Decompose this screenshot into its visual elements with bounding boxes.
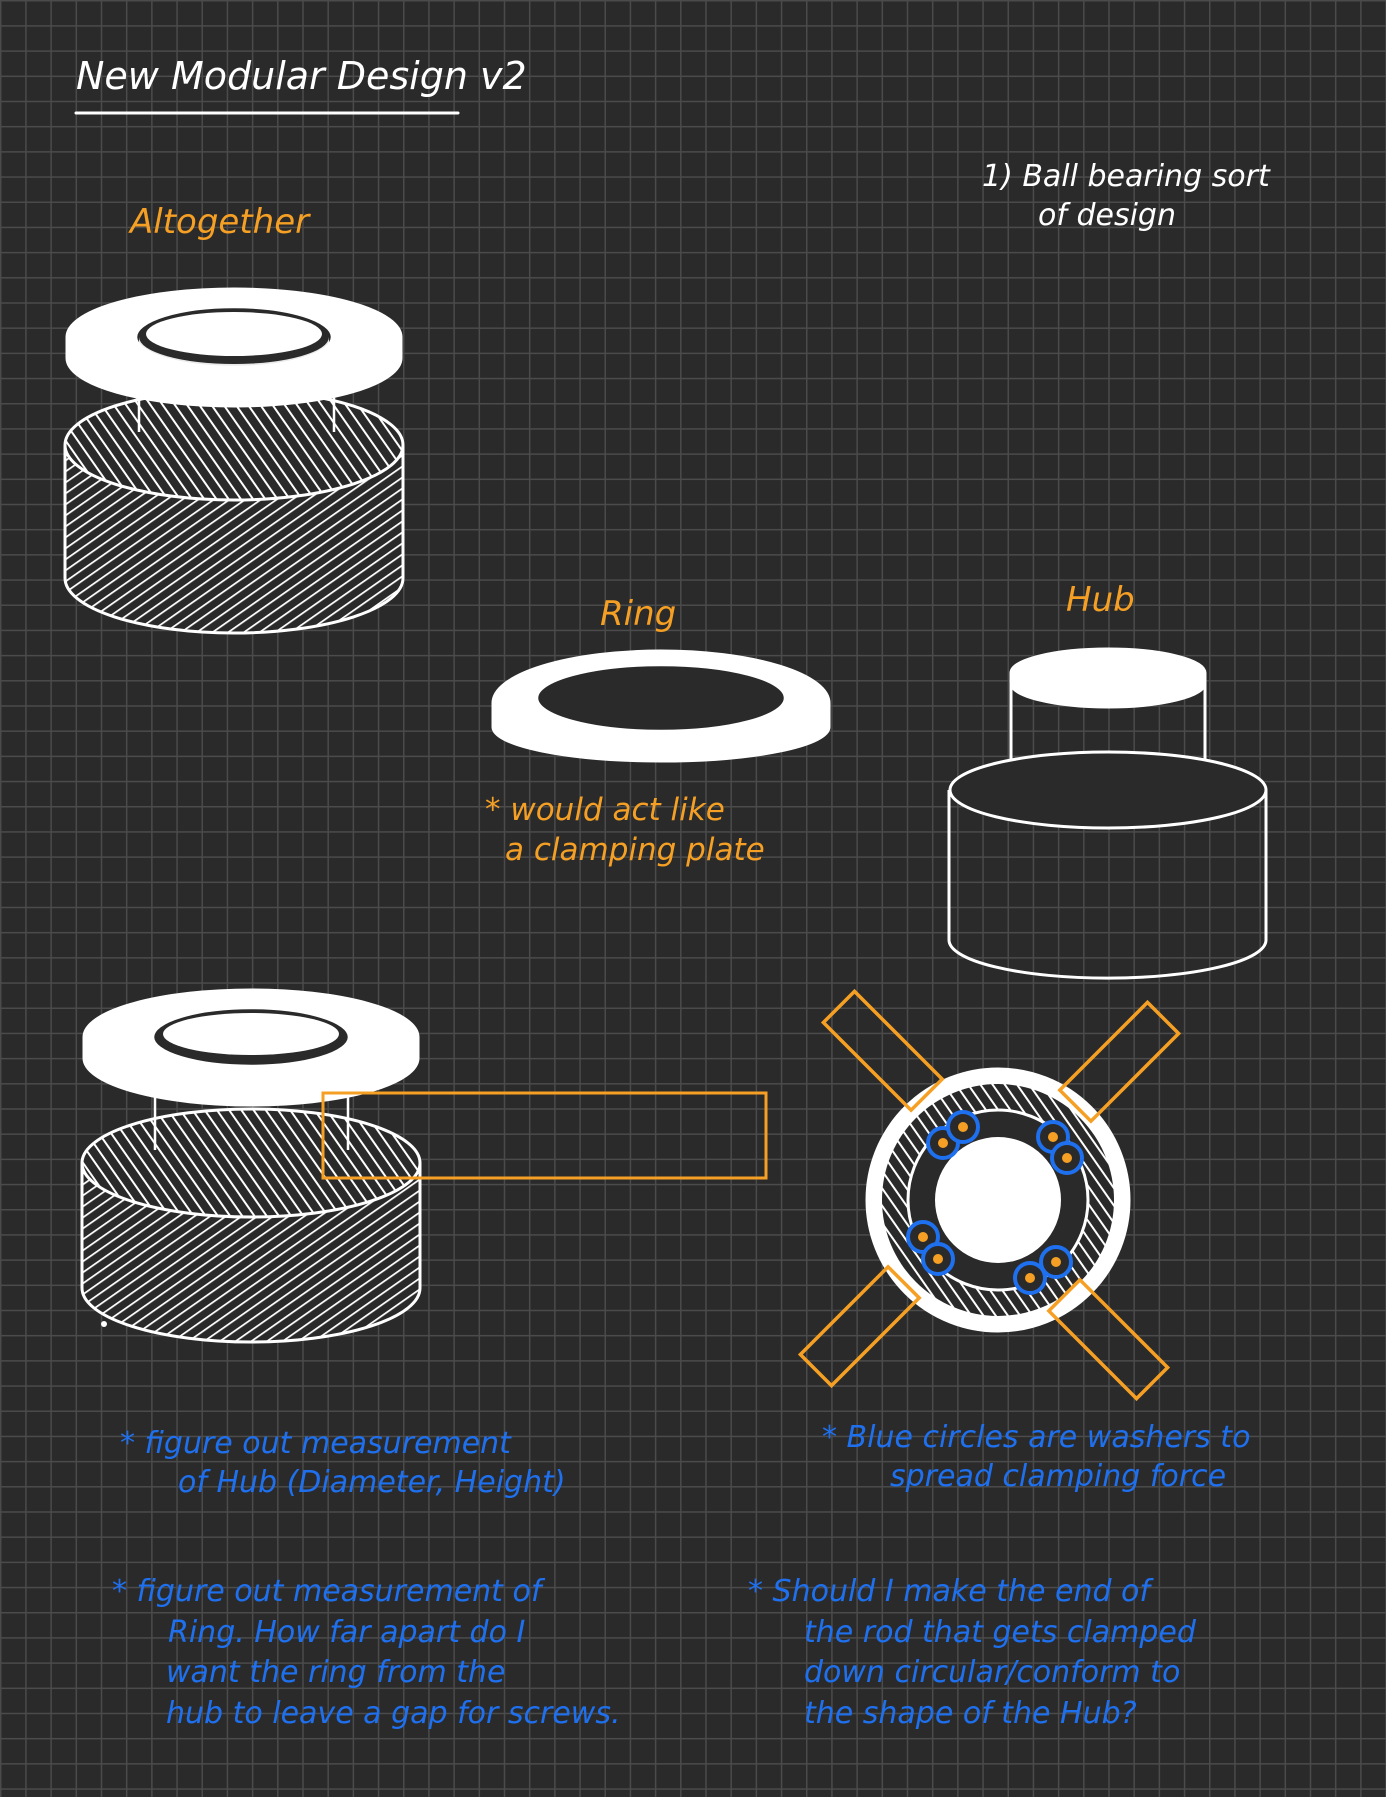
note-line: 1) Ball bearing sort	[982, 159, 1270, 194]
note-line: spread clamping force	[890, 1459, 1227, 1494]
note-line: the rod that gets clamped	[804, 1614, 1196, 1650]
note-line: hub to leave a gap for screws.	[166, 1695, 621, 1731]
note-line: * Blue circles are washers to	[822, 1420, 1251, 1455]
washers-note: * Blue circles are washers to spread cla…	[822, 1418, 1250, 1496]
note-line: the shape of the Hub?	[804, 1695, 1137, 1731]
label-hub: Hub	[1066, 580, 1135, 620]
rod-end-note: * Should I make the end of the rod that …	[748, 1572, 1196, 1734]
note-line: * figure out measurement of	[112, 1574, 542, 1609]
note-line: Ring. How far apart do I	[168, 1614, 526, 1650]
assembly-sketch-bottom	[80, 988, 422, 1344]
note-line: a clamping plate	[505, 832, 765, 869]
page-title: New Modular Design v2	[76, 54, 527, 98]
note-line: * figure out measurement	[120, 1426, 511, 1461]
note-line: down circular/conform to	[804, 1655, 1181, 1690]
hub-sketch	[947, 647, 1268, 980]
hub-measurement-note: * figure out measurement of Hub (Diamete…	[120, 1424, 566, 1502]
note-line: of Hub (Diameter, Height)	[178, 1465, 566, 1500]
note-line: * would act like	[485, 792, 725, 828]
note-line: of design	[1038, 198, 1176, 233]
note-line: want the ring from the	[166, 1655, 506, 1690]
ring-sketch	[491, 649, 831, 763]
ball-bearing-note: 1) Ball bearing sort of design	[982, 157, 1270, 235]
rod-outline	[321, 1091, 768, 1180]
ring-note: * would act like a clamping plate	[485, 790, 765, 871]
ring-measurement-note: * figure out measurement of Ring. How fa…	[112, 1572, 621, 1734]
label-altogether: Altogether	[130, 202, 310, 242]
top-view-sketch	[797, 988, 1182, 1402]
note-line: * Should I make the end of	[748, 1574, 1150, 1609]
label-ring: Ring	[600, 594, 677, 634]
assembly-sketch-top	[63, 287, 405, 635]
